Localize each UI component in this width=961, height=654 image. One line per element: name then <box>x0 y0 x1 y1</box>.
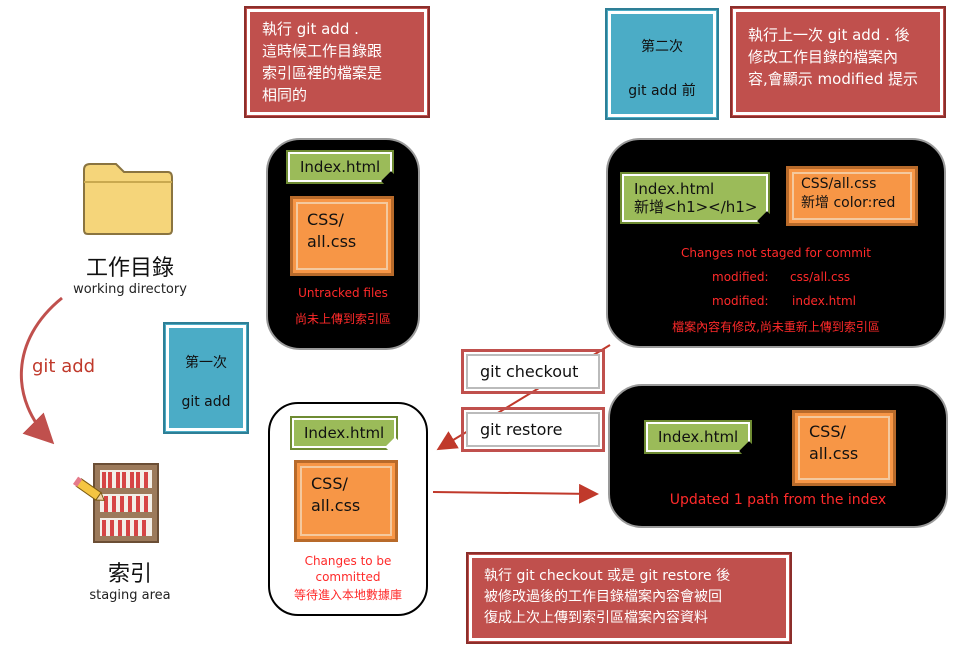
pencil-icon <box>72 476 105 501</box>
step-title: 第一次 <box>185 355 227 371</box>
file-line: Index.html <box>634 180 715 198</box>
note-line: 修改工作目錄的檔案內 <box>748 48 899 66</box>
command-git-restore: git restore <box>461 407 605 452</box>
note-git-add: 執行 git add . 這時候工作目錄跟 索引區裡的檔案是 相同的 <box>244 6 430 118</box>
panel-modified: Index.html 新增<h1></h1> CSS/all.css 新增 co… <box>606 138 946 348</box>
staging-area-title: 索引 <box>107 562 152 587</box>
working-directory-subtitle: working directory <box>73 282 187 297</box>
step-second-git-add: 第二次 git add 前 <box>605 8 719 120</box>
file-css-all: CSS/ all.css <box>294 460 398 542</box>
status-note: 等待進入本地數據庫 <box>293 588 402 602</box>
note-line: 執行 git checkout 或是 git restore 後 <box>484 568 731 584</box>
folder-icon <box>83 163 173 235</box>
git-add-arrow <box>20 296 63 445</box>
status-note: 尚未上傳到索引區 <box>294 312 391 326</box>
panel-untracked: Index.html CSS/ all.css Untracked files … <box>266 138 420 350</box>
note-modified: 執行上一次 git add . 後 修改工作目錄的檔案內 容,會顯示 modif… <box>730 6 946 118</box>
command-git-checkout: git checkout <box>461 349 605 394</box>
panel-staged: Index.html CSS/ all.css Changes to be co… <box>268 402 428 616</box>
css-line: all.css <box>307 232 357 251</box>
step-subtitle: git add <box>181 394 231 410</box>
modified-file: css/all.css <box>790 270 851 284</box>
file-css-all: CSS/ all.css <box>290 196 394 276</box>
file-css-all: CSS/ all.css <box>792 410 896 486</box>
status-not-staged: Changes not staged for commit <box>681 246 871 260</box>
git-add-label: git add <box>32 356 96 377</box>
panel-restored: Index.html CSS/ all.css Updated 1 path f… <box>608 384 948 528</box>
note-line: 容,會顯示 modified 提示 <box>748 70 918 88</box>
note-line: 這時候工作目錄跟 <box>262 42 383 60</box>
file-index-html: Index.html <box>289 416 399 450</box>
modified-label: modified: <box>712 270 769 284</box>
status-note: 檔案內容有修改,尚未重新上傳到索引區 <box>672 320 880 334</box>
status-line: committed <box>315 570 381 584</box>
note-line: 相同的 <box>262 86 308 104</box>
note-line: 復成上次上傳到索引區檔案內容資料 <box>484 610 708 626</box>
status-untracked: Untracked files <box>298 286 388 300</box>
status-updated: Updated 1 path from the index <box>669 492 887 508</box>
css-line: CSS/ <box>311 474 348 493</box>
note-line: 執行上一次 git add . 後 <box>748 26 910 44</box>
file-index-html: Index.html <box>643 420 753 454</box>
css-line: all.css <box>311 496 361 515</box>
file-line: 新增<h1></h1> <box>634 198 758 216</box>
update-arrow <box>432 483 599 504</box>
step-subtitle: git add 前 <box>628 83 696 99</box>
css-line: CSS/all.css <box>801 176 877 192</box>
note-line: 索引區裡的檔案是 <box>262 64 383 82</box>
css-line: CSS/ <box>809 422 846 441</box>
modified-file: index.html <box>792 294 856 308</box>
step-title: 第二次 <box>641 39 683 55</box>
bookshelf-icon <box>93 463 159 543</box>
modified-label: modified: <box>712 294 769 308</box>
css-line: CSS/ <box>307 210 344 229</box>
file-css-all-modified: CSS/all.css 新增 color:red <box>786 166 918 226</box>
staging-area-subtitle: staging area <box>89 588 171 603</box>
css-line: all.css <box>809 444 859 463</box>
step-first-git-add: 第一次 git add <box>163 322 249 434</box>
status-line: Changes to be <box>304 554 392 568</box>
note-line: 被修改過後的工作目錄檔案內容會被回 <box>484 589 722 605</box>
file-index-html-modified: Index.html 新增<h1></h1> <box>620 172 770 224</box>
note-restore-result: 執行 git checkout 或是 git restore 後 被修改過後的工… <box>466 552 792 644</box>
css-line: 新增 color:red <box>801 195 896 211</box>
working-directory-title: 工作目錄 <box>85 256 174 281</box>
note-line: 執行 git add . <box>262 20 359 38</box>
file-index-html: Index.html <box>285 150 395 184</box>
